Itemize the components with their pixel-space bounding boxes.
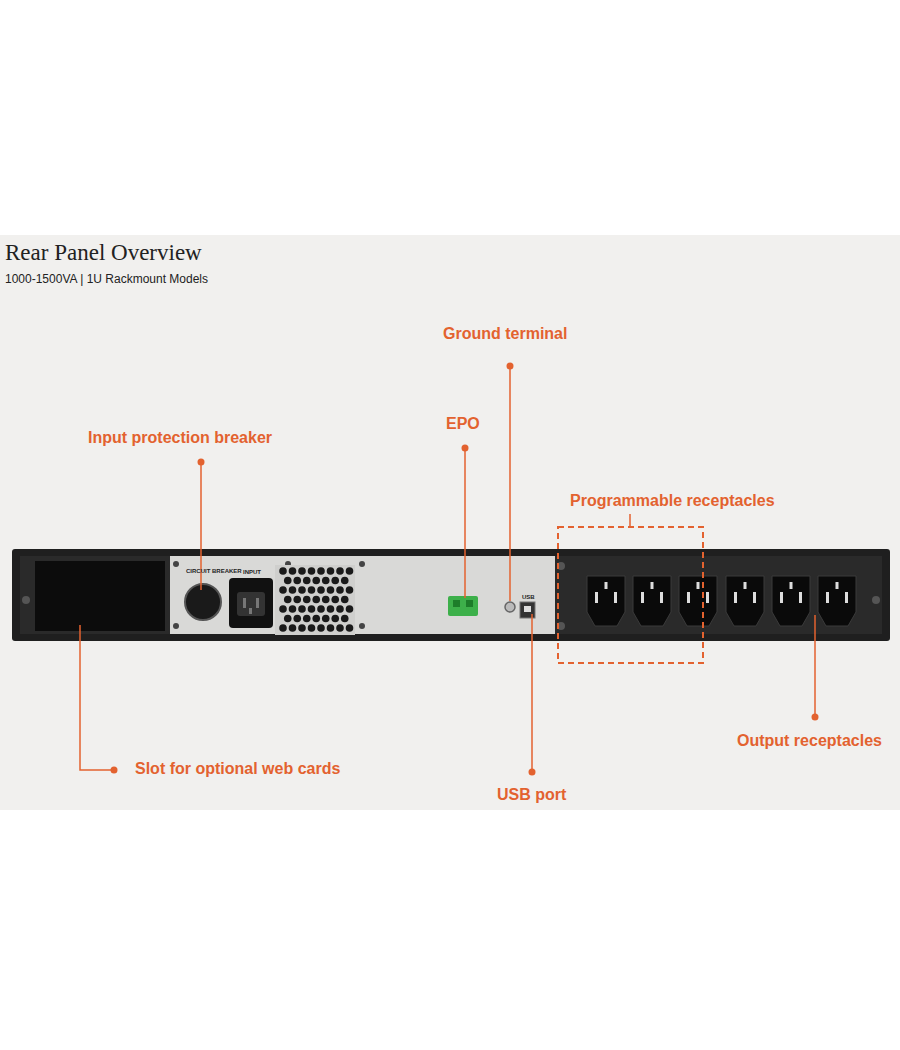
input-inlet (229, 578, 273, 628)
callout-label: Input protection breaker (88, 429, 272, 447)
callout-label: Ground terminal (443, 325, 567, 343)
subtitle: 1000-1500VA | 1U Rackmount Models (5, 273, 208, 287)
callout-label: Programmable receptacles (570, 492, 775, 510)
title: Rear Panel Overview (5, 240, 202, 266)
silver-panel (170, 556, 555, 634)
screw (173, 623, 179, 629)
fan-holes (279, 567, 353, 632)
epo-connector (448, 596, 478, 616)
inlet-socket (237, 592, 265, 616)
ground-screw (505, 602, 515, 612)
screw (359, 623, 365, 629)
leader-lines (80, 366, 815, 772)
ups-chassis (12, 549, 890, 641)
panel-marking: INPUT (243, 569, 261, 576)
callout-label: EPO (446, 415, 480, 433)
screw (22, 596, 30, 604)
screw (359, 561, 365, 567)
panel-marking: USB (522, 594, 535, 601)
programmable-bracket (558, 527, 703, 663)
screw (173, 561, 179, 567)
screw (872, 596, 880, 604)
callout-label: Output receptacles (737, 732, 882, 750)
circuit-breaker (185, 584, 221, 620)
callout-label: Slot for optional web cards (135, 760, 340, 778)
panel-marking: CIRCUIT BREAKER (186, 568, 242, 575)
leader-dots (111, 363, 819, 776)
callout-label: USB port (497, 786, 566, 804)
web-card-slot (35, 561, 165, 631)
background-panel (0, 235, 900, 810)
rear-plate (20, 556, 882, 634)
fan-grille (275, 565, 355, 635)
